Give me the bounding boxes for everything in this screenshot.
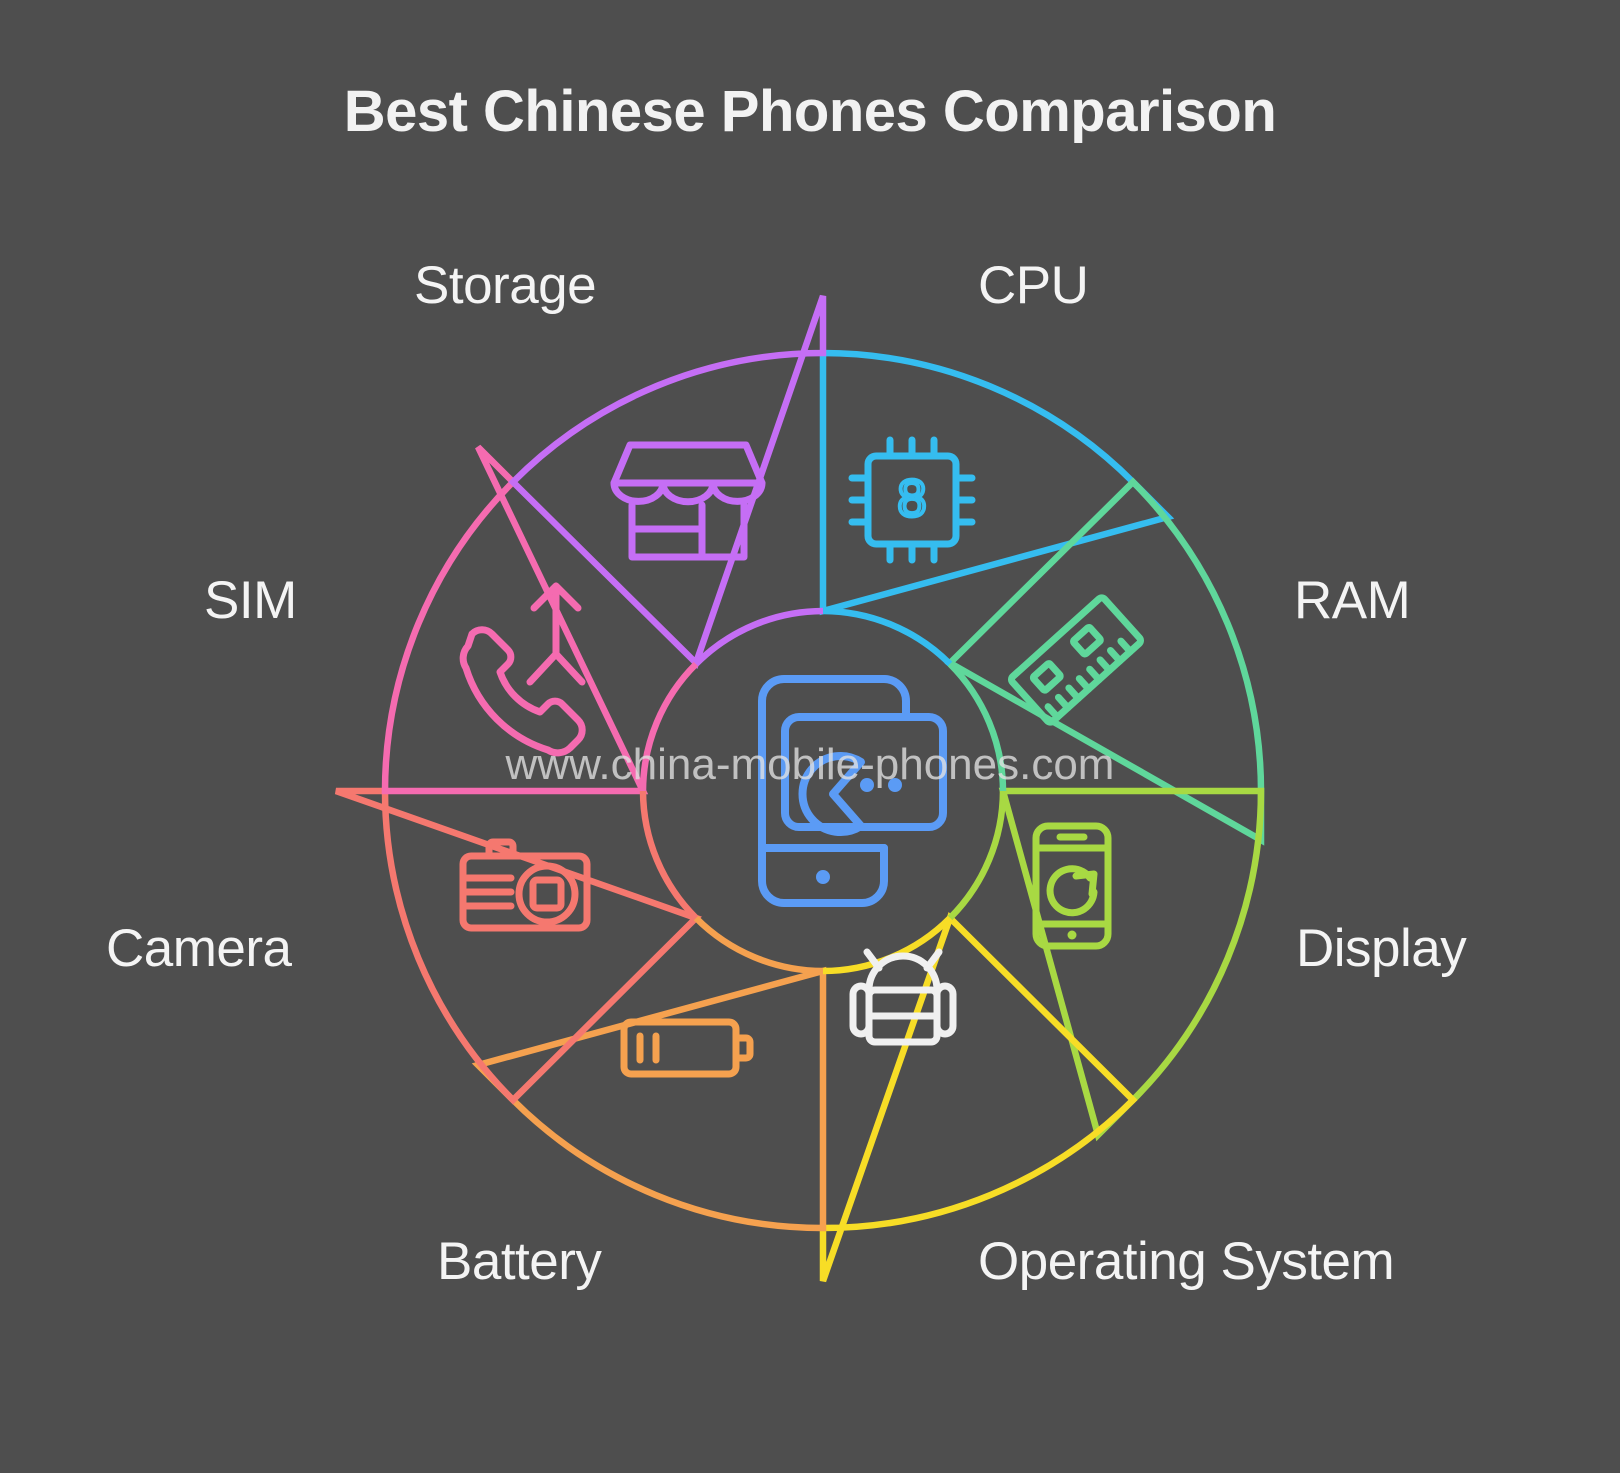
petal-storage[interactable]	[508, 294, 827, 669]
petal-battery[interactable]	[471, 966, 827, 1232]
phone-rotate-screen-icon	[758, 675, 947, 907]
petal-label-cpu[interactable]: CPU	[978, 256, 1089, 315]
petal-label-display[interactable]: Display	[1296, 919, 1467, 978]
ram-stick-icon	[1008, 594, 1144, 726]
android-robot-icon	[849, 948, 957, 1046]
petal-ram[interactable]	[944, 477, 1265, 846]
petal-display[interactable]	[998, 787, 1265, 1142]
center-hub-ring	[639, 607, 1007, 975]
call-forward-icon	[459, 582, 586, 757]
petal-operating-system[interactable]	[819, 912, 1138, 1283]
petal-cpu[interactable]	[819, 349, 1175, 616]
petal-camera[interactable]	[334, 787, 702, 1105]
petal-label-ram[interactable]: RAM	[1294, 571, 1411, 630]
camera-icon	[459, 838, 591, 932]
phone-screen-rotate-icon	[1032, 822, 1112, 950]
cpu-chip-icon: 8	[848, 436, 976, 564]
battery-icon	[620, 1018, 754, 1078]
petal-label-battery[interactable]: Battery	[437, 1232, 602, 1291]
petal-label-sim[interactable]: SIM	[204, 571, 297, 630]
petal-label-camera[interactable]: Camera	[106, 919, 292, 978]
petal-label-operating-system[interactable]: Operating System	[978, 1232, 1395, 1291]
petal-label-storage[interactable]: Storage	[414, 256, 597, 315]
storefront-icon	[610, 441, 766, 561]
petal-sim[interactable]	[381, 444, 649, 795]
cpu-core-count: 8	[898, 470, 927, 528]
